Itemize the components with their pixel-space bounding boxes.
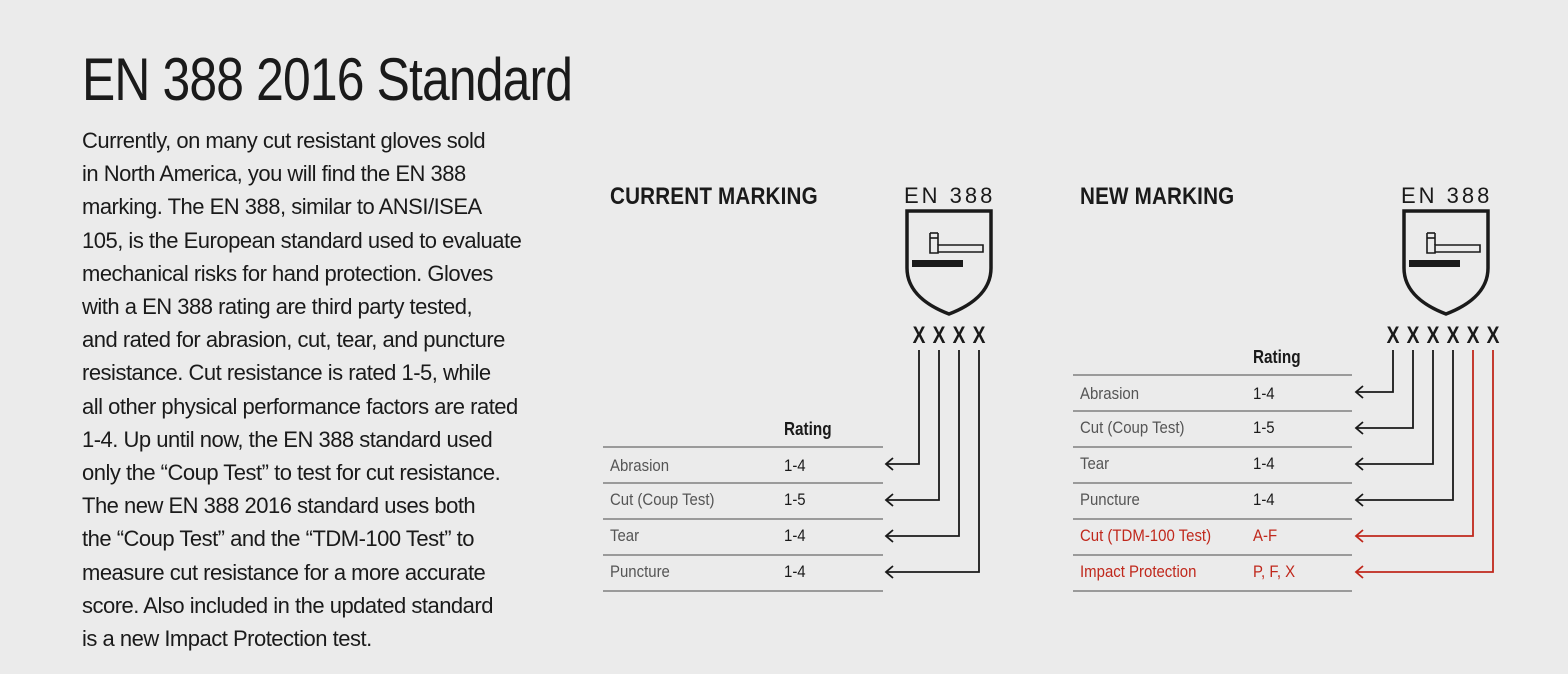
hammer-shield-icon — [1402, 209, 1490, 316]
current-mark-puncture: X — [972, 322, 986, 349]
table-row: Impact Protection P, F, X — [1073, 554, 1352, 592]
row-rating: 1-4 — [1253, 490, 1275, 509]
current-performance-marks: X X X X — [0, 322, 1568, 352]
table-row: Cut (Coup Test) 1-5 — [603, 482, 883, 520]
row-rating: P, F, X — [1253, 562, 1296, 581]
description-line: all other physical performance factors a… — [82, 393, 518, 419]
page-title: EN 388 2016 Standard — [82, 46, 573, 113]
row-rating: 1-4 — [784, 526, 806, 545]
arrow-abrasion — [886, 350, 920, 465]
new-mark-puncture: X — [1446, 322, 1460, 349]
description-line: the “Coup Test” and the “TDM-100 Test” t… — [82, 526, 475, 552]
description-line: 1-4. Up until now, the EN 388 standard u… — [82, 426, 493, 452]
row-category: Tear — [1080, 454, 1110, 473]
table-row: Tear 1-4 — [603, 518, 883, 556]
row-rating: 1-4 — [1253, 454, 1275, 473]
table-row: Puncture 1-4 — [1073, 482, 1352, 520]
new-marking-heading: NEW MARKING — [1080, 183, 1235, 210]
arrow-new-cut — [1356, 350, 1414, 429]
arrow-new-impact — [1356, 350, 1494, 573]
description-line: resistance. Cut resistance is rated 1-5,… — [82, 360, 491, 386]
arrow-new-tear — [1356, 350, 1434, 465]
new-en388-label: EN 388 — [1401, 183, 1493, 208]
row-rating: 1-5 — [784, 490, 806, 509]
description-line: only the “Coup Test” to test for cut res… — [82, 460, 501, 486]
table-row: Cut (Coup Test) 1-5 — [1073, 410, 1352, 448]
row-rating: 1-4 — [1253, 384, 1275, 403]
row-category: Puncture — [1080, 490, 1140, 509]
arrow-cut — [886, 350, 940, 501]
arrow-tear — [886, 350, 960, 537]
description-line: Currently, on many cut resistant gloves … — [82, 128, 486, 153]
table-row: Abrasion 1-4 — [603, 446, 883, 484]
new-mark-cut-tdm: X — [1466, 322, 1480, 349]
arrow-new-abrasion — [1356, 350, 1394, 393]
current-marking-heading: CURRENT MARKING — [610, 183, 818, 210]
row-rating: 1-5 — [1253, 418, 1275, 437]
current-mark-abrasion: X — [912, 322, 926, 349]
table-row: Abrasion 1-4 — [1073, 374, 1352, 412]
description-line: 105, is the European standard used to ev… — [82, 227, 522, 253]
description-line: The new EN 388 2016 standard uses both — [82, 493, 476, 519]
row-category: Tear — [610, 526, 640, 545]
row-category: Cut (Coup Test) — [610, 490, 715, 509]
row-category: Cut (TDM-100 Test) — [1080, 526, 1212, 545]
new-mark-impact: X — [1486, 322, 1500, 349]
arrow-new-cut-tdm — [1356, 350, 1474, 537]
arrow-puncture — [886, 350, 980, 573]
description-line: mechanical risks for hand protection. Gl… — [82, 260, 493, 286]
new-mark-tear: X — [1426, 322, 1440, 349]
row-category: Abrasion — [610, 456, 670, 475]
table-row: Cut (TDM-100 Test) A-F — [1073, 518, 1352, 556]
table-row: Puncture 1-4 — [603, 554, 883, 592]
description-line: is a new Impact Protection test. — [82, 626, 372, 652]
row-rating: 1-4 — [784, 456, 806, 475]
description-line: measure cut resistance for a more accura… — [82, 559, 486, 585]
new-mark-cut-coup: X — [1406, 322, 1420, 349]
hammer-shield-icon — [905, 209, 993, 316]
table-row: Tear 1-4 — [1073, 446, 1352, 484]
description-line: score. Also included in the updated stan… — [82, 592, 493, 618]
new-performance-marks: X X X X X X — [0, 322, 1568, 352]
description-line: in North America, you will find the EN 3… — [82, 161, 466, 187]
row-category: Impact Protection — [1080, 562, 1197, 581]
row-category: Cut (Coup Test) — [1080, 418, 1185, 437]
row-rating: A-F — [1253, 526, 1278, 545]
new-mark-abrasion: X — [1386, 322, 1400, 349]
current-en388-label: EN 388 — [904, 183, 996, 208]
new-rating-header: Rating — [1253, 347, 1301, 367]
description-line: with a EN 388 rating are third party tes… — [82, 294, 473, 320]
row-category: Abrasion — [1080, 384, 1140, 403]
description-line: and rated for abrasion, cut, tear, and p… — [82, 327, 505, 353]
current-rating-header: Rating — [784, 419, 832, 439]
row-rating: 1-4 — [784, 562, 806, 581]
description-line: marking. The EN 388, similar to ANSI/ISE… — [82, 194, 482, 220]
row-category: Puncture — [610, 562, 670, 581]
description-paragraph: Currently, on many cut resistant gloves … — [82, 124, 562, 655]
current-mark-tear: X — [952, 322, 966, 349]
arrow-new-puncture — [1356, 350, 1454, 501]
current-mark-cut: X — [932, 322, 946, 349]
